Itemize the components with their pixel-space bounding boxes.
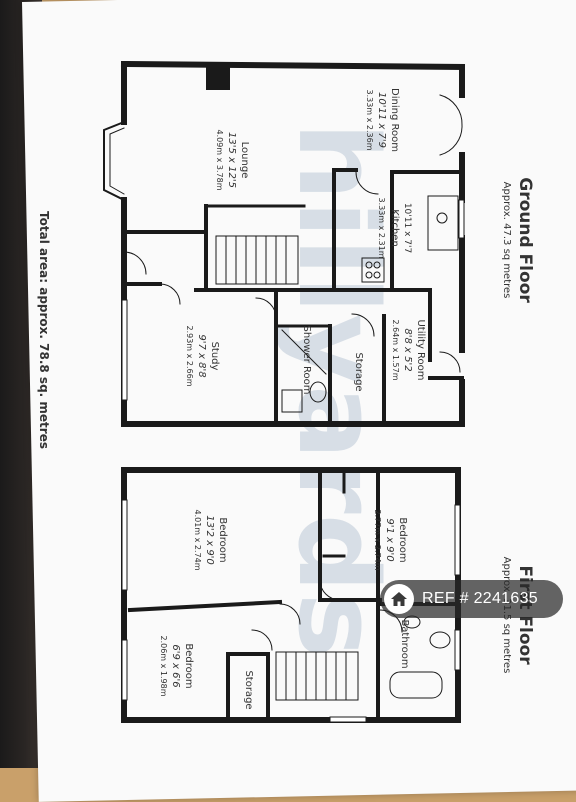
ff-bedroom1-window (454, 504, 461, 576)
gf-bay-window-inner (109, 127, 125, 195)
room-name: Study (209, 342, 220, 371)
gf-bay-window (103, 120, 126, 202)
gf-area: Approx. 47.3 sq metres (501, 182, 512, 299)
room-dims: 4.09m x 3.78m (215, 129, 224, 190)
gf-front-door (123, 251, 147, 275)
ff-bedroom2-door (319, 579, 341, 601)
ff-bedroom-door (279, 603, 301, 625)
room-name: Shower Room (301, 326, 312, 395)
ff-bath-fixtures (389, 615, 451, 699)
label-study: Study 9'7 x 8'8 2.93m x 2.66m (185, 325, 220, 386)
total-area: Total area: approx. 78.8 sq. metres (37, 211, 51, 449)
gf-chimney (206, 66, 230, 90)
ff-landing-window (329, 716, 367, 723)
room-name: Utility Room (415, 319, 426, 380)
room-note: 8'8 x 5'2 (402, 328, 413, 371)
gf-kitchen-door (355, 171, 379, 195)
room-name: Bedroom (217, 517, 228, 562)
ff-bath-window (454, 629, 461, 671)
label-kitchen: Kitchen 10'11 x 7'7 3.33m x 2.31m (377, 197, 412, 258)
room-dims: 2.64m x 1.57m (391, 319, 400, 380)
room-note: 13'5 x 12'5 (226, 132, 237, 188)
room-labels: Ground Floor Approx. 47.3 sq metres Firs… (37, 88, 535, 710)
room-dims: 3.33m x 2.31m (377, 197, 386, 258)
gf-study-door (159, 283, 181, 305)
ff-bedroom-window (121, 499, 128, 591)
label-gf-storage: Storage (353, 352, 364, 391)
label-ff-storage: Storage (243, 670, 254, 709)
room-note: 10'11 x 7'7 (402, 203, 412, 253)
house-icon (384, 584, 414, 614)
room-note: 9'7 x 8'8 (196, 334, 207, 377)
ref-number: REF # 2241635 (422, 590, 538, 607)
room-name: Lounge (239, 142, 250, 179)
label-dining-room: Dining Room 10'11 x 7'9 3.33m x 2.36m (365, 88, 400, 152)
label-lounge: Lounge 13'5 x 12'5 4.09m x 3.78m (215, 129, 250, 190)
gf-shower-door (255, 297, 277, 319)
gf-title: Ground Floor (515, 177, 535, 303)
room-dims: 2.93m x 2.66m (185, 325, 194, 386)
room-name: Storage (243, 670, 254, 709)
gf-kitchen-units (361, 195, 459, 283)
gf-utility-door (439, 351, 461, 373)
label-shower-room: Shower Room (301, 326, 312, 395)
ref-badge: REF # 2241635 (380, 580, 563, 618)
room-dims: 2.06m x 1.98m (159, 635, 168, 696)
label-utility-room: Utility Room 8'8 x 5'2 2.64m x 1.57m (391, 319, 426, 380)
label-ff-bathroom: Bathroom (399, 619, 410, 668)
floor-plan-diagram: hillyards (37, 60, 535, 723)
room-name: Bedroom (183, 643, 194, 688)
gf-kitchen-window (458, 199, 465, 239)
room-name: Kitchen (389, 209, 400, 247)
room-name: Dining Room (389, 88, 400, 152)
ff-stairs (275, 651, 359, 701)
room-note: 6'9 x 6'6 (170, 644, 181, 687)
gf-study-window (121, 299, 128, 401)
ground-floor-plan (103, 60, 466, 427)
gf-patio-door-b (439, 124, 463, 156)
gf-title-group: Ground Floor Approx. 47.3 sq metres (501, 177, 535, 303)
gf-patio-door-a (439, 94, 463, 126)
room-dims: 3.33m x 2.36m (365, 89, 374, 150)
label-ff-bedroom1: Bedroom 9'1 x 9'0 2.77m x 2.74m (373, 509, 408, 570)
room-note: 9'1 x 9'0 (384, 518, 395, 561)
room-name: Storage (353, 352, 364, 391)
gf-outer-wall-top (120, 60, 466, 71)
room-name: Bathroom (399, 619, 410, 668)
ff-bedroom3-door (251, 629, 273, 651)
room-name: Bedroom (397, 517, 408, 562)
room-note: 13'2 x 9'0 (204, 515, 215, 565)
gf-stairs (215, 235, 299, 285)
gf-storage-door (351, 313, 375, 337)
label-ff-bedroom2: Bedroom 13'2 x 9'0 4.01m x 2.74m (193, 509, 228, 570)
label-ff-bedroom3: Bedroom 6'9 x 6'6 2.06m x 1.98m (159, 635, 194, 696)
ff-bedroom3-window (121, 639, 128, 701)
total-area-group: Total area: approx. 78.8 sq. metres (37, 211, 51, 449)
gf-shower-fixtures (281, 329, 327, 413)
room-dims: 4.01m x 2.74m (193, 509, 202, 570)
room-note: 10'11 x 7'9 (376, 92, 387, 148)
room-dims: 2.77m x 2.74m (373, 509, 382, 570)
ff-wall-bedrooms (127, 599, 283, 613)
